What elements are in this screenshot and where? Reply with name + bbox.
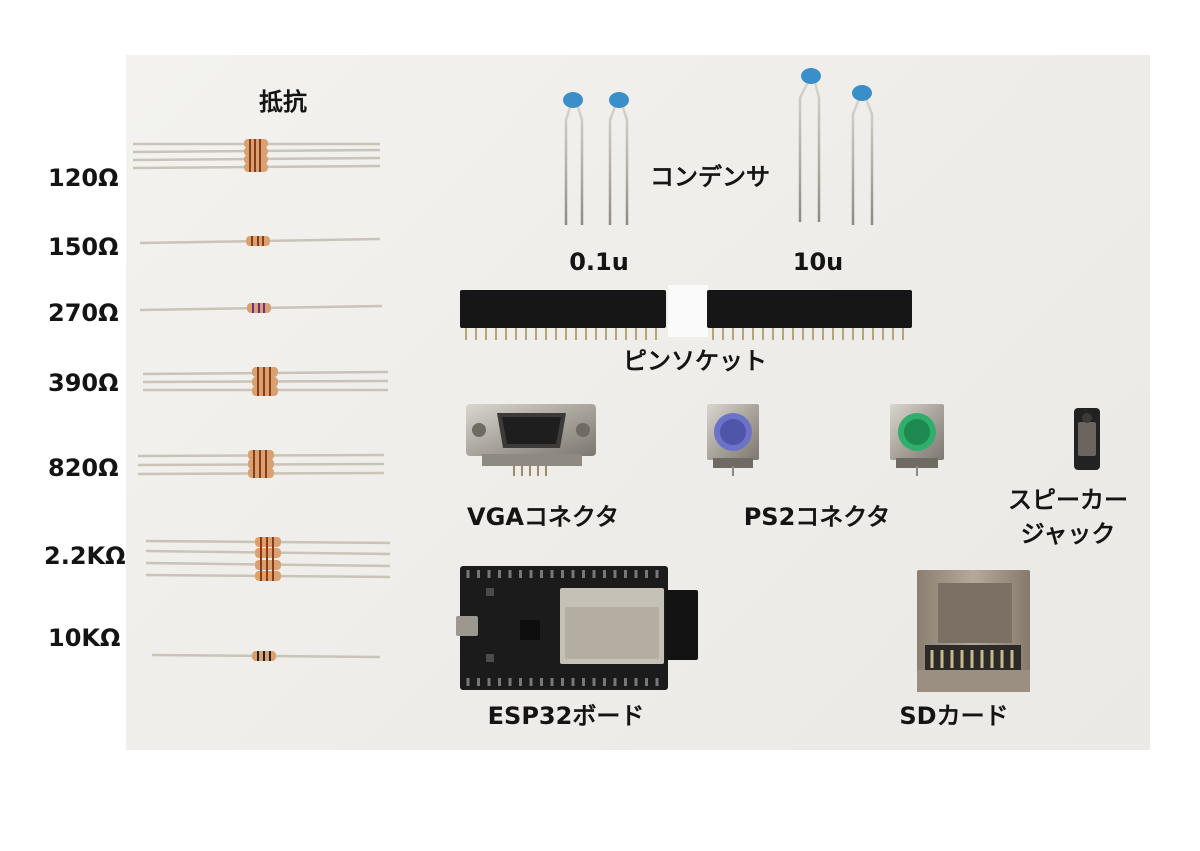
capacitor-10u-a (798, 68, 821, 222)
capacitor-0-1u-b (608, 92, 629, 225)
capacitor-10u-b (851, 85, 874, 225)
resistor-value-820: 820Ω (48, 454, 119, 482)
sd-card-label: SDカード (899, 702, 1009, 730)
resistor-value-10k: 10KΩ (48, 624, 121, 652)
resistor-group-820 (137, 450, 385, 478)
resistor-group-2-2k (145, 537, 391, 581)
resistor-value-270: 270Ω (48, 299, 119, 327)
capacitor-value-large: 10u (792, 248, 844, 276)
capacitor-0-1u-a (563, 92, 584, 225)
resistor-group-120 (132, 139, 381, 172)
capacitors-heading: コンデンサ (650, 163, 770, 191)
resistor-value-390: 390Ω (48, 369, 119, 397)
vga-connector (466, 404, 596, 476)
ps2-connector-mouse (707, 404, 759, 476)
pin-socket (460, 285, 912, 340)
resistor-group-390 (142, 367, 389, 396)
vga-label: VGAコネクタ (467, 503, 619, 531)
resistor-270 (139, 303, 383, 313)
sd-card-socket (917, 570, 1030, 692)
speaker-jack-label-line1: スピーカー (1008, 486, 1128, 514)
resistor-10k (151, 651, 381, 661)
esp32-label: ESP32ボード (487, 702, 645, 730)
resistor-value-120: 120Ω (48, 164, 119, 192)
speaker-jack (1074, 408, 1100, 470)
ps2-connector-keyboard (890, 404, 944, 476)
esp32-board (456, 566, 698, 690)
resistors-heading: 抵抗 (259, 88, 307, 116)
resistor-value-150: 150Ω (48, 233, 119, 261)
speaker-jack-label-line2: ジャック (1020, 520, 1116, 548)
resistor-150 (139, 236, 381, 246)
pin-socket-label: ピンソケット (623, 347, 767, 375)
capacitor-value-small: 0.1u (569, 248, 629, 276)
ps2-label: PS2コネクタ (743, 503, 891, 531)
resistor-value-2-2k: 2.2KΩ (44, 542, 126, 570)
